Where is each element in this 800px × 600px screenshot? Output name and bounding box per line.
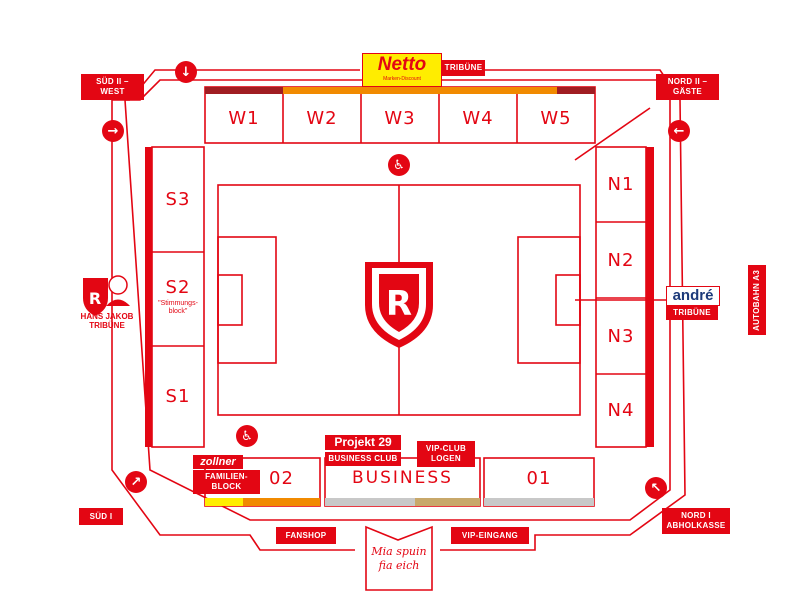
slogan-line1: Mia spuin <box>371 545 427 558</box>
projekt29-logo: Projekt 29 <box>325 435 401 450</box>
sued-i-label: SÜD I <box>79 508 123 525</box>
block-n4[interactable]: N4 <box>607 400 635 421</box>
vip-club-logen-label: VIP-CLUB LOGEN <box>417 441 475 467</box>
block-w4[interactable]: W4 <box>462 108 494 129</box>
block-n2[interactable]: N2 <box>607 249 635 271</box>
hans-jakob-logo-icon: R <box>83 275 130 316</box>
block-w3[interactable]: W3 <box>384 108 416 129</box>
svg-text:R: R <box>89 289 101 308</box>
nord-i-abholkasse-label: NORD I ABHOLKASSE <box>662 508 730 534</box>
arrow-northwest-icon[interactable]: ↖ <box>645 477 667 499</box>
block-w5[interactable]: W5 <box>540 108 572 129</box>
hans-jakob-line1: HANS JAKOB <box>80 312 134 321</box>
netto-logo-sub: Marken-Discount <box>383 76 421 82</box>
block-business[interactable]: BUSINESS <box>352 468 453 488</box>
netto-logo-text: Netto <box>377 54 427 75</box>
block-w2[interactable]: W2 <box>306 108 338 129</box>
arrow-northeast-icon[interactable]: ↗ <box>125 471 147 493</box>
club-crest-icon: R <box>365 262 433 348</box>
diagonal-line <box>574 107 651 161</box>
slogan: Mia spuin fia eich <box>366 545 432 573</box>
familienblock-label: FAMILIEN- BLOCK <box>193 470 260 494</box>
andre-logo: andré <box>666 286 720 306</box>
vip-eingang-label: VIP-EINGANG <box>451 527 529 544</box>
svg-text:R: R <box>386 284 412 324</box>
slogan-pennant <box>365 525 433 591</box>
nord-ii-gaeste-label: NORD II – GÄSTE <box>656 74 719 100</box>
business-club-label: BUSINESS CLUB <box>325 452 401 466</box>
block-02[interactable]: 02 <box>269 467 294 489</box>
arrow-right-icon[interactable]: → <box>102 120 124 142</box>
block-s2[interactable]: S2 <box>165 276 191 298</box>
block-n3[interactable]: N3 <box>607 325 635 347</box>
hans-jakob-line2: TRIBÜNE <box>89 321 125 330</box>
block-s1[interactable]: S1 <box>165 386 191 407</box>
netto-tribune-label: TRIBÜNE <box>442 60 485 76</box>
block-w1[interactable]: W1 <box>228 108 260 129</box>
block-n1[interactable]: N1 <box>607 174 635 195</box>
hans-jakob-name: HANS JAKOB TRIBÜNE <box>74 312 140 330</box>
andre-tribune-label: TRIBÜNE <box>666 305 718 320</box>
netto-logo: Netto Marken-Discount <box>362 53 442 87</box>
stimmungsblock-note: "Stimmungs- block" <box>158 300 198 315</box>
autobahn-a3-label: AUTOBAHN A3 <box>748 265 766 335</box>
wheelchair-icon: ♿ <box>236 425 258 447</box>
arrow-down-icon[interactable]: ↓ <box>175 61 197 83</box>
block-01[interactable]: 01 <box>526 467 552 489</box>
wheelchair-icon: ♿ <box>388 154 410 176</box>
slogan-line2: fia eich <box>378 559 420 572</box>
block-s3[interactable]: S3 <box>165 189 191 210</box>
sued-ii-west-label: SÜD II – WEST <box>81 74 144 100</box>
zollner-logo: zollner <box>193 455 243 469</box>
fanshop-label: FANSHOP <box>276 527 336 544</box>
arrow-left-icon[interactable]: ← <box>668 120 690 142</box>
